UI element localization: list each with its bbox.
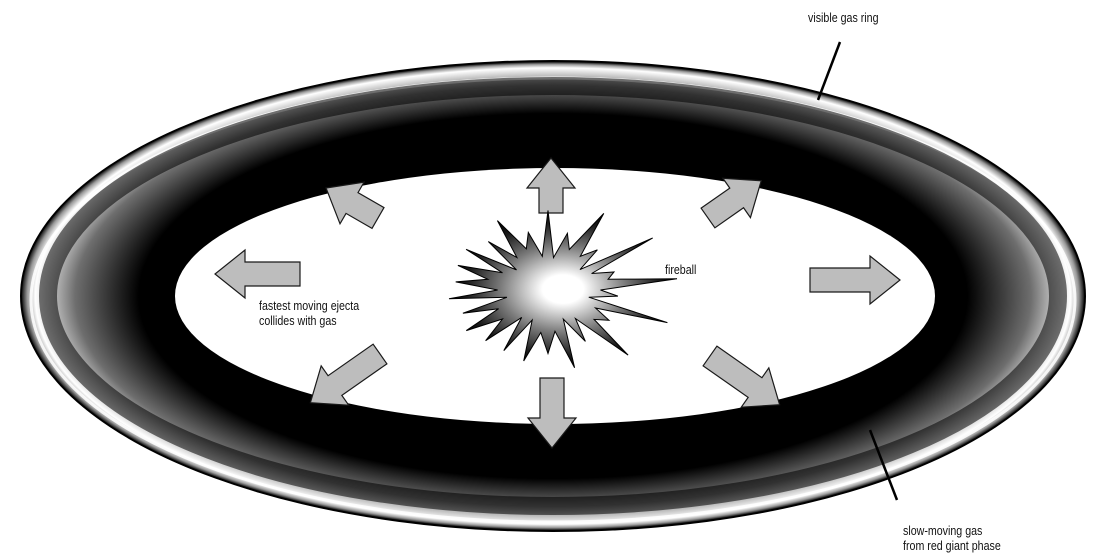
label-fireball: fireball xyxy=(665,262,696,277)
label-slow-gas-line1: slow-moving gas xyxy=(903,523,1001,538)
label-slow-moving-gas: slow-moving gas from red giant phase xyxy=(903,523,1001,553)
label-visible-gas-ring-text: visible gas ring xyxy=(808,10,879,25)
pointer-line-visible-ring xyxy=(818,42,840,100)
label-slow-gas-line2: from red giant phase xyxy=(903,538,1001,553)
label-ejecta-line2: collides with gas xyxy=(259,313,359,328)
label-fastest-ejecta: fastest moving ejecta collides with gas xyxy=(259,298,359,328)
label-fireball-text: fireball xyxy=(665,262,696,277)
label-ejecta-line1: fastest moving ejecta xyxy=(259,298,359,313)
label-visible-gas-ring: visible gas ring xyxy=(808,10,879,25)
